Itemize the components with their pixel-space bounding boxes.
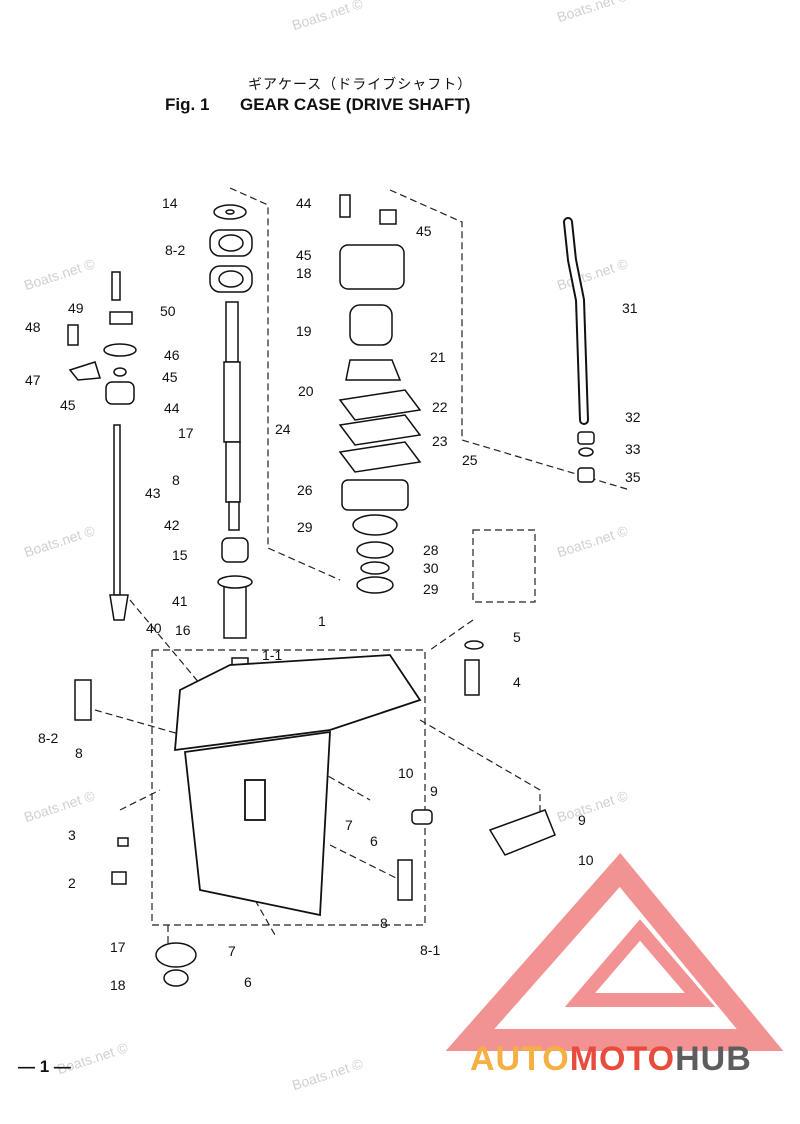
- part-label: 44: [296, 195, 312, 211]
- figure-label: Fig. 1: [165, 95, 210, 114]
- logo-text-moto: MOTO: [569, 1040, 676, 1078]
- part-label: 1: [318, 613, 326, 629]
- part-label: 16: [175, 622, 191, 638]
- part-label: 14: [162, 195, 178, 211]
- part-label: 43: [145, 485, 161, 501]
- logo-mark: [445, 853, 784, 1051]
- part-label: 49: [68, 300, 84, 316]
- part-label: 29: [423, 581, 439, 597]
- part-label: 7: [228, 943, 236, 959]
- part-label: 20: [298, 383, 314, 399]
- part-label: 18: [296, 265, 312, 281]
- part-label: 9: [430, 783, 438, 799]
- part-label: 10: [398, 765, 414, 781]
- part-label: 22: [432, 399, 448, 415]
- part-label: 2: [68, 875, 76, 891]
- part-label: 10: [578, 852, 594, 868]
- page-number: — 1 —: [18, 1057, 71, 1076]
- part-label: 19: [296, 323, 312, 339]
- part-label: 35: [625, 469, 641, 485]
- part-label: 9: [578, 812, 586, 828]
- part-label: 28: [423, 542, 439, 558]
- part-label: 8: [380, 915, 388, 931]
- part-label: 23: [432, 433, 448, 449]
- logo-text-auto: AUTO: [470, 1040, 570, 1078]
- part-label: 18: [110, 977, 126, 993]
- part-label: 15: [172, 547, 188, 563]
- part-label: 4: [513, 674, 521, 690]
- part-label: 45: [296, 247, 312, 263]
- part-label: 8-2: [165, 242, 185, 258]
- part-label: 17: [110, 939, 126, 955]
- part-label: 44: [164, 400, 180, 416]
- part-label: 6: [244, 974, 252, 990]
- part-label: 21: [430, 349, 446, 365]
- part-label: 50: [160, 303, 176, 319]
- part-label: 42: [164, 517, 180, 533]
- part-label: 33: [625, 441, 641, 457]
- part-label: 41: [172, 593, 188, 609]
- part-label: 8-1: [420, 942, 440, 958]
- title-japanese: ギアケース（ドライブシャフト）: [248, 77, 473, 93]
- logo-text-hub: HUB: [675, 1040, 752, 1078]
- part-label: 24: [275, 421, 291, 437]
- part-label: 40: [146, 620, 162, 636]
- part-label: 7: [345, 817, 353, 833]
- part-label: 45: [60, 397, 76, 413]
- part-label: 26: [297, 482, 313, 498]
- part-label: 5: [513, 629, 521, 645]
- part-label: 17: [178, 425, 194, 441]
- part-label: 45: [162, 369, 178, 385]
- part-label: 45: [416, 223, 432, 239]
- part-label: 8: [75, 745, 83, 761]
- part-label: 30: [423, 560, 439, 576]
- part-label: 32: [625, 409, 641, 425]
- part-label: 25: [462, 452, 478, 468]
- part-label: 46: [164, 347, 180, 363]
- part-label: 6: [370, 833, 378, 849]
- part-label: 8-2: [38, 730, 58, 746]
- part-label: 48: [25, 319, 41, 335]
- part-label: 47: [25, 372, 41, 388]
- figure-title: GEAR CASE (DRIVE SHAFT): [240, 95, 471, 114]
- site-logo: AUTOMOTOHUB: [470, 1040, 752, 1079]
- part-label: 3: [68, 827, 76, 843]
- part-label: 31: [622, 300, 638, 316]
- part-label: 1-1: [262, 647, 282, 663]
- part-label: 29: [297, 519, 313, 535]
- part-label: 8: [172, 472, 180, 488]
